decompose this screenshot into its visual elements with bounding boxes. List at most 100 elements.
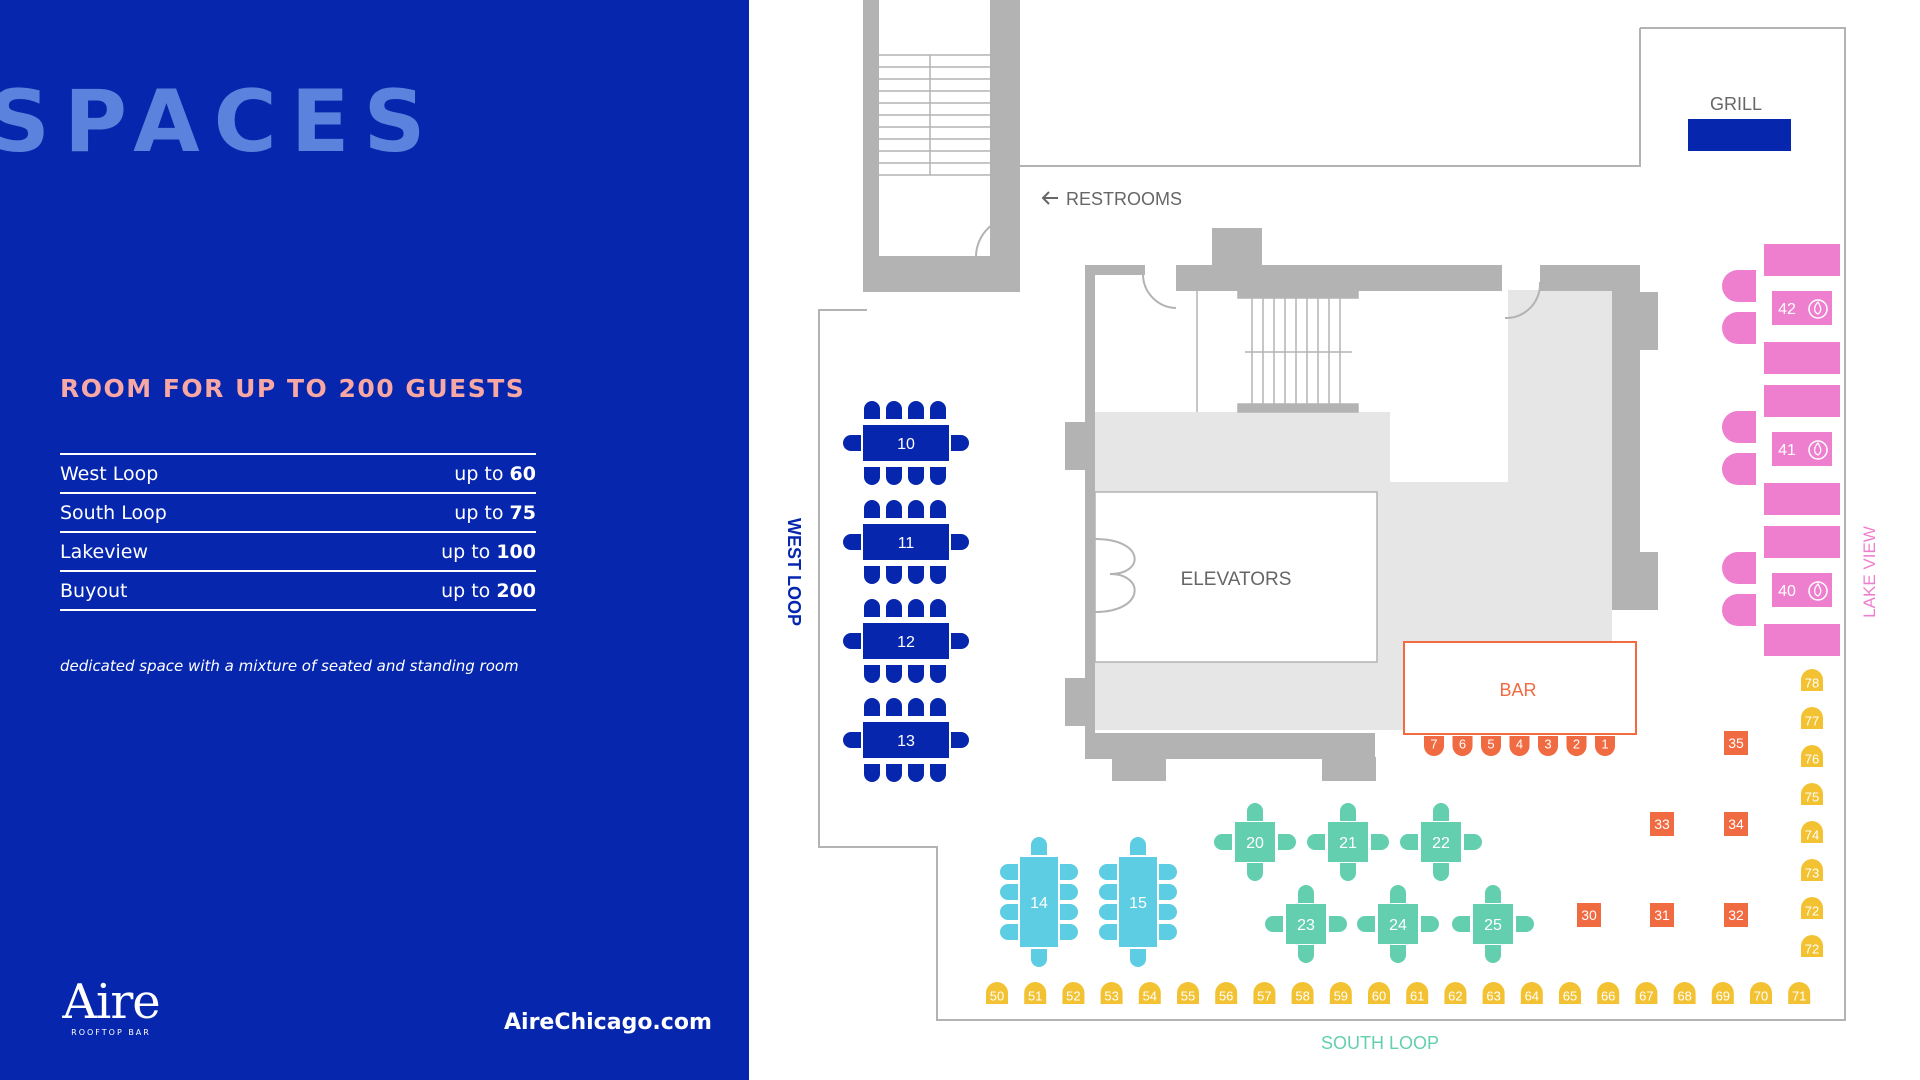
stool-number: 65 [1563,989,1577,1004]
chair [1433,863,1449,881]
chair [930,698,946,716]
bar-stool [1368,982,1390,1004]
bar-seat [1566,736,1587,756]
table-24 [1378,904,1418,944]
table-number: 35 [1728,735,1744,751]
bar-seat [1452,736,1473,756]
stool-number: 73 [1805,866,1819,881]
seat-number: 2 [1573,737,1580,752]
chair [908,665,924,683]
chair [908,764,924,782]
table-21 [1328,822,1368,862]
website-link[interactable]: AireChicago.com [504,1010,712,1035]
chair [1031,949,1047,967]
capacity-row: West Loop up to 60 [60,455,536,494]
chair [930,764,946,782]
fire-table-42 [1772,291,1832,325]
chair [1159,884,1177,900]
capacity-headline: ROOM FOR UP TO 200 GUESTS [60,374,526,403]
core-door [1504,281,1542,320]
stair-landing [1095,290,1390,412]
capacity-value: up to 200 [441,579,536,602]
table-number: 11 [898,535,915,552]
chair [908,500,924,518]
chair [1298,885,1314,903]
table-number: 24 [1389,917,1407,934]
lounge-sofa [1764,244,1840,276]
core-wall [1612,265,1640,610]
chair [886,500,902,518]
bar-stool [1801,821,1823,843]
chair [930,500,946,518]
chair [1214,834,1232,850]
bar-stool [1100,982,1123,1004]
chair [1307,834,1325,850]
chair [843,435,861,451]
stool-number: 72 [1805,942,1819,957]
bar-stool [1406,982,1429,1004]
seat-number: 4 [1516,737,1523,752]
bar-stool [1024,982,1047,1004]
fire-table-40 [1772,573,1832,607]
table-number: 13 [897,733,915,750]
lounge-sofa [1764,526,1840,558]
chair [930,401,946,419]
logo-tagline: ROOFTOP BAR [71,1028,151,1037]
core-wall [1640,292,1658,350]
grill-label: GRILL [1710,94,1762,114]
chair [1031,837,1047,855]
stool-number: 69 [1716,989,1730,1004]
elevator-door [1094,538,1136,613]
core-stairs [1196,290,1359,413]
chair [1433,803,1449,821]
core-wall [1085,265,1095,735]
stool-number: 74 [1805,828,1819,843]
chair [864,401,880,419]
table-15 [1119,857,1157,947]
bar-stool [1520,982,1543,1004]
stool-number: 51 [1028,989,1042,1004]
chair [908,467,924,485]
table-number: 33 [1654,816,1670,832]
chair [1421,916,1439,932]
stool-number: 57 [1257,989,1271,1004]
chair [930,599,946,617]
bar-stool [1559,982,1581,1004]
core-wall [1212,228,1262,266]
chair [1099,904,1117,920]
table-number: 21 [1339,835,1357,852]
stool-number: 66 [1601,989,1615,1004]
table-31 [1650,903,1674,927]
stool-number: 60 [1372,989,1386,1004]
bar-stool [1801,783,1823,805]
chair [908,698,924,716]
bar-stool [1801,935,1823,957]
core-wall [1065,678,1087,726]
chair [1390,885,1406,903]
stairwell-door [975,215,1019,257]
chair [886,698,902,716]
seat-number: 7 [1430,737,1437,752]
chair [1400,834,1418,850]
bar-stool [1801,669,1823,691]
stool-number: 53 [1104,989,1118,1004]
core-wall [1112,757,1166,781]
flame-icon [1813,300,1822,315]
chair [843,534,861,550]
table-number: 40 [1778,583,1796,600]
flame-icon [1813,582,1822,597]
lounge-chair [1722,552,1756,584]
lounge-chair [1722,270,1756,302]
lounge-chair [1722,411,1756,443]
south-loop-label: SOUTH LOOP [1321,1033,1439,1053]
chair [930,665,946,683]
stool-number: 52 [1066,989,1080,1004]
chair [1340,803,1356,821]
flame-icon [1813,441,1822,456]
building-outline [818,27,1846,1021]
table-12 [861,621,951,661]
bar-seat [1481,736,1501,756]
core-wall [1322,757,1376,781]
table-number: 31 [1654,907,1670,923]
